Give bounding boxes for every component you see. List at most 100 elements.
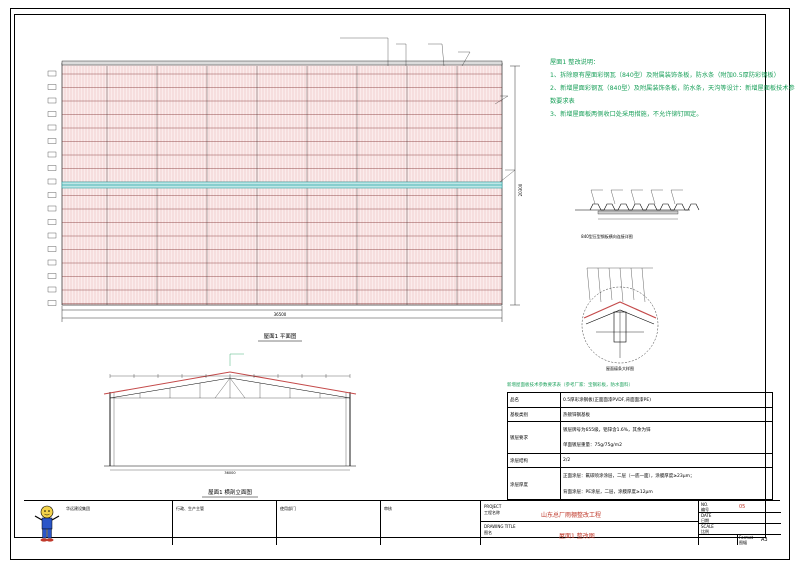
spec-value: 正面涂层：氟碳喷涂涂层，二层（一底一面），涂膜厚度≥23μm； — [563, 474, 695, 479]
plan-height-dim: 20300 — [518, 183, 523, 196]
section-leader — [229, 353, 244, 366]
spec-heading: 新增屋面板技术参数要求表（参考厂家：宝钢彩板，防水面料） — [507, 383, 633, 388]
detail2-title: 屋面檩条大样图 — [606, 365, 634, 371]
review-label: 审核 — [384, 506, 392, 511]
section-title: 屋面1 横剖立面图 — [208, 488, 252, 496]
spec-column-divider — [560, 393, 561, 499]
drawing-name: 屋面1 整改图 — [559, 533, 595, 540]
axis-label-box — [47, 219, 57, 225]
axis-label-box — [47, 84, 57, 90]
no-label: NO. — [701, 502, 709, 507]
axis-label-box — [47, 178, 57, 185]
spec-value: 镀层牌号为655级，铝锌含1.6%，其余为锌 — [563, 428, 651, 433]
truss-diagonal — [229, 377, 246, 399]
detail-circle — [581, 286, 659, 364]
ridge-flashing — [585, 309, 655, 325]
project-name: 山东总厂雨棚整改工程 — [541, 512, 602, 519]
spec-key: 品名 — [510, 398, 519, 403]
notes-line-2: 2、新增屋面彩钢瓦（840型）及附属装饰条板，防水条，天沟等设计：新增屋面板技术… — [550, 85, 795, 92]
meta-divider — [699, 512, 781, 513]
panel-leader — [670, 189, 683, 205]
project-cell: PROJECT 工程名称 山东总厂雨棚整改工程 DRAWING TITLE 图名… — [480, 501, 699, 545]
axis-label-box — [47, 259, 57, 266]
truss-diagonal — [214, 377, 231, 399]
spec-value: 热镀锌钢基板 — [563, 413, 590, 418]
axis-label-box — [47, 138, 57, 144]
ridge-cap — [583, 301, 657, 319]
axis-label-box — [47, 165, 57, 171]
meta-divider — [699, 523, 781, 524]
axis-label-box — [47, 70, 57, 77]
detail1-title: 840型压型钢板横向连接详图 — [581, 233, 633, 239]
drawing-frame — [14, 14, 766, 538]
meta-divider — [699, 534, 781, 535]
detail-leader — [586, 267, 598, 301]
notes-line-4: 3、新增屋面板两侧收口处采用措施，不允许铆钉固定。 — [550, 111, 703, 118]
detail-purlin — [581, 267, 659, 364]
section-total-dim: 36000 — [224, 471, 235, 475]
drawing-label-cn: 图名 — [484, 530, 492, 535]
panel-leader — [650, 189, 663, 205]
company-cell: 华远建设集团 — [24, 501, 172, 545]
title-block: 华远建设集团 行政、生产主管 使用部门 审核 PROJECT 工程名称 山东总厂… — [24, 500, 781, 545]
date-label: DATE — [701, 513, 712, 518]
axis-label-box — [47, 273, 57, 279]
detail-leader — [597, 267, 609, 303]
notes-line-1: 1、拆除原有屋面彩钢瓦（840型）及附属装饰条板，防水条（附加0.5厚防彩钢板） — [550, 72, 780, 79]
detail-leader — [641, 267, 653, 303]
drawing-label: DRAWING TITLE — [484, 524, 516, 529]
plan-title: 屋面1 平面图 — [264, 332, 297, 340]
axis-label-box — [47, 97, 57, 104]
spec-row: 涂层结构 2/2 — [508, 453, 772, 468]
format-label-cn: 图幅 — [739, 540, 747, 545]
axis-label-box — [47, 246, 57, 252]
spec-value: 2/2 — [563, 458, 571, 463]
roof-plan — [47, 60, 503, 306]
drawing-sheet-border — [10, 8, 790, 560]
plan-leader-callouts — [340, 37, 516, 183]
axis-label-box — [47, 111, 57, 117]
department-cell: 使用部门 — [276, 501, 380, 545]
format-label: Format — [739, 535, 754, 540]
manager-label: 行政、生产主管 — [176, 506, 204, 511]
spec-table: 品名 0.5厚彩涂钢板(正面面漆PVDF,背面面漆PE) 基板类别 热镀锌钢基板… — [507, 392, 773, 500]
plan-dimension-lines — [61, 65, 520, 322]
spec-row: 基板类别 热镀锌钢基板 — [508, 407, 772, 422]
detail-840-panel — [575, 189, 700, 220]
spec-row: 品名 0.5厚彩涂钢板(正面面漆PVDF,背面面漆PE) — [508, 393, 772, 407]
detail-leader — [619, 267, 631, 303]
axis-label-box — [47, 300, 57, 306]
no-value: 05 — [739, 504, 746, 510]
department-label: 使用部门 — [280, 506, 296, 511]
review-cell: 审核 — [380, 501, 480, 545]
spec-value: 背面涂层：PE涂层，二层，涂膜厚度≥12μm — [563, 490, 653, 495]
spec-value: 单面镀层重量：75g/75g/m2 — [563, 443, 622, 448]
roof-slope — [103, 371, 357, 395]
spec-row: 涂层厚度 正面涂层：氟碳喷涂涂层，二层（一底一面），涂膜厚度≥23μm； 背面涂… — [508, 467, 772, 501]
panel-leader — [590, 189, 603, 205]
gutter-strip — [61, 60, 503, 66]
panel-corrugation — [589, 203, 700, 211]
spec-row: 镀层要求 镀层牌号为655级，铝锌含1.6%，其余为锌 单面镀层重量：75g/7… — [508, 421, 772, 454]
spec-key: 镀层要求 — [510, 436, 528, 441]
scale-label: SCALE — [701, 524, 714, 529]
project-label: PROJECT — [484, 504, 502, 509]
axis-label-box — [47, 151, 57, 158]
mascot-logo — [34, 505, 60, 542]
axis-label-box — [47, 205, 57, 212]
notes-heading: 屋面1 整改说明： — [550, 59, 600, 66]
spec-key: 基板类别 — [510, 413, 528, 418]
spec-key: 涂层厚度 — [510, 483, 528, 488]
project-divider — [481, 521, 699, 522]
no-label-cn: 编号 — [701, 507, 709, 512]
plan-width-dim: 36500 — [274, 312, 287, 317]
format-value: A3 — [761, 537, 768, 543]
meta-cell: NO. 编号 05 DATE 日期 SCALE 比例 Format 图幅 A3 — [698, 501, 781, 545]
panel-leader — [630, 189, 643, 205]
spec-key: 涂层结构 — [510, 459, 528, 464]
company-name: 华远建设集团 — [66, 506, 90, 511]
detail-leader — [608, 267, 620, 301]
project-label-cn: 工程名称 — [484, 510, 500, 515]
date-label-cn: 日期 — [701, 518, 709, 523]
